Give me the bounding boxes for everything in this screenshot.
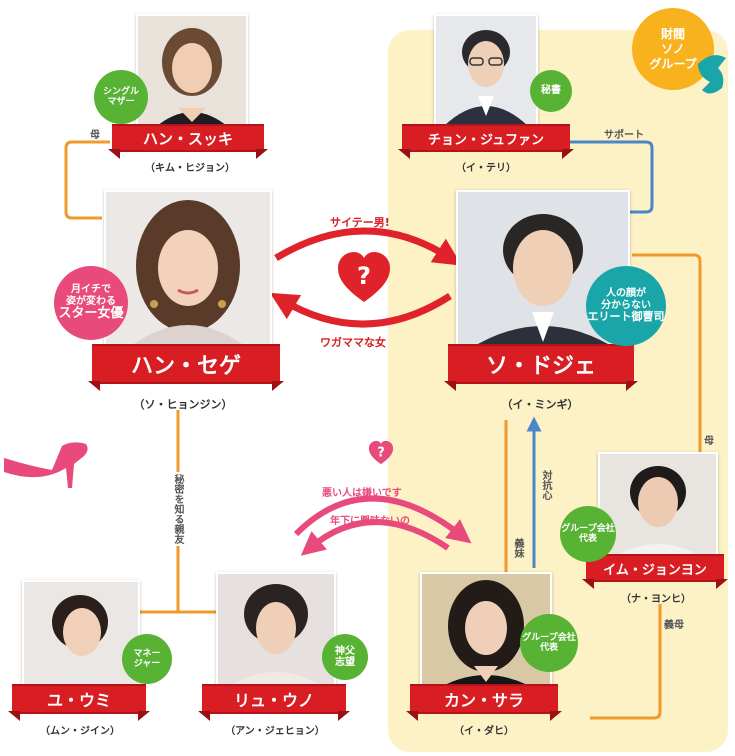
arrow-dislike bbox=[293, 495, 472, 544]
nameplate-jon-jufan: チョン・ジュファン bbox=[398, 124, 574, 159]
photo-han-sukki bbox=[136, 14, 248, 136]
nameplate-ryu-uno: リュ・ウノ bbox=[198, 684, 350, 721]
photo-yu-umi bbox=[22, 580, 140, 692]
photo-han-sege bbox=[104, 190, 272, 352]
label-wagamama: ワガママな女 bbox=[320, 336, 386, 349]
group-badge: 財閥 ソノ グループ bbox=[632, 8, 714, 90]
label-mother-left: 母 bbox=[90, 130, 100, 141]
badge-priest: 神父 志望 bbox=[322, 634, 368, 680]
arrow-saitei bbox=[274, 227, 462, 266]
badge-star-actress: 月イチで 姿が変わる スター女優 bbox=[54, 266, 128, 340]
name-kan-sara: カン・サラ bbox=[410, 684, 558, 714]
badge-manager: マネー ジャー bbox=[122, 634, 172, 684]
label-rival: 対抗心 bbox=[540, 470, 551, 500]
line-mother-left bbox=[64, 140, 110, 220]
nameplate-han-sukki: ハン・スッキ bbox=[108, 124, 268, 159]
high-heel-icon bbox=[4, 442, 88, 488]
photo-im-jonyon bbox=[598, 452, 718, 564]
label-younger: 年下に興味ないの bbox=[330, 516, 410, 527]
name-yu-umi: ユ・ウミ bbox=[12, 684, 146, 714]
name-han-sege: ハン・セゲ bbox=[92, 344, 280, 384]
name-im-jonyon: イム・ジョンヨン bbox=[586, 554, 724, 582]
line-mother-right bbox=[632, 253, 702, 452]
svg-text:?: ? bbox=[377, 446, 385, 461]
fish-icon bbox=[698, 55, 726, 94]
group-line3: グループ bbox=[649, 56, 697, 71]
photo-so-doje bbox=[456, 190, 630, 352]
arrow-wagamama bbox=[269, 292, 452, 328]
nameplate-yu-umi: ユ・ウミ bbox=[8, 684, 150, 721]
actor-jon-jufan: （イ・テリ） bbox=[456, 163, 516, 174]
group-line1: 財閥 bbox=[660, 26, 685, 41]
photo-ryu-uno bbox=[216, 572, 336, 692]
group-line2: ソノ bbox=[661, 41, 685, 56]
label-support: サポート bbox=[604, 130, 644, 141]
actor-yu-umi: （ムン・ジイン） bbox=[40, 726, 120, 737]
name-jon-jufan: チョン・ジュファン bbox=[402, 124, 570, 152]
label-mother-in-law: 義母 bbox=[664, 620, 684, 631]
nameplate-han-sege: ハン・セゲ bbox=[88, 344, 284, 391]
star-actress-line2: 姿が変わる bbox=[66, 295, 116, 307]
nameplate-im-jonyon: イム・ジョンヨン bbox=[582, 554, 728, 589]
nameplate-kan-sara: カン・サラ bbox=[406, 684, 562, 721]
badge-secretary: 秘書 bbox=[530, 70, 572, 112]
photo-jon-jufan bbox=[434, 14, 538, 128]
badge-group-ceo-kan: グループ会社 代表 bbox=[520, 614, 578, 672]
line-support bbox=[570, 140, 654, 220]
label-secret-friend: 秘密を知る親友 bbox=[170, 472, 185, 546]
line-mother-in-law bbox=[590, 604, 662, 720]
actor-han-sukki: （キム・ヒジョン） bbox=[145, 163, 235, 174]
nameplate-so-doje: ソ・ドジェ bbox=[444, 344, 638, 391]
label-saitei: サイテー男! bbox=[330, 216, 390, 229]
small-heart-question-icon: ? bbox=[368, 440, 394, 465]
actor-ryu-uno: （アン・ジェヒョン） bbox=[225, 726, 325, 737]
actor-kan-sara: （イ・ダヒ） bbox=[454, 726, 514, 737]
actor-so-doje: （イ・ミンギ） bbox=[501, 398, 579, 411]
label-sister-in-law: 義妹 bbox=[512, 538, 523, 558]
elite-heir-line3: エリート御曹司 bbox=[587, 310, 665, 324]
name-so-doje: ソ・ドジェ bbox=[448, 344, 634, 384]
label-dislike: 悪い人は嫌いです bbox=[322, 488, 402, 499]
actor-im-jonyon: （ナ・ヨンヒ） bbox=[621, 594, 691, 605]
badge-single-mother: シングル マザー bbox=[94, 70, 148, 124]
badge-group-ceo-im: グループ会社 代表 bbox=[560, 506, 616, 562]
elite-heir-line2: 分からない bbox=[601, 299, 651, 311]
svg-text:?: ? bbox=[357, 262, 371, 290]
heart-question-icon: ? bbox=[338, 252, 390, 302]
elite-heir-line1: 人の顔が bbox=[606, 288, 646, 300]
actor-han-sege: （ソ・ヒョンジン） bbox=[133, 398, 233, 411]
star-actress-line1: 月イチで bbox=[71, 284, 111, 296]
name-han-sukki: ハン・スッキ bbox=[112, 124, 264, 152]
arrow-younger bbox=[300, 519, 450, 556]
name-ryu-uno: リュ・ウノ bbox=[202, 684, 346, 714]
badge-elite-heir: 人の顔が 分からない エリート御曹司 bbox=[586, 266, 666, 346]
star-actress-line3: スター女優 bbox=[58, 306, 124, 322]
label-mother-right: 母 bbox=[704, 436, 714, 447]
